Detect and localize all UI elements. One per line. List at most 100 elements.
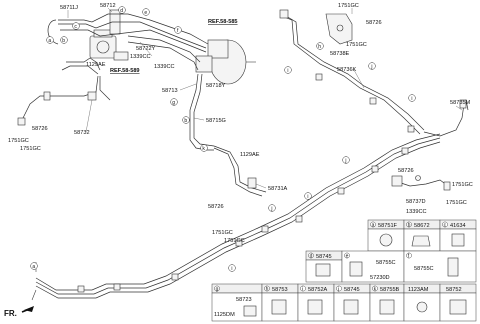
callout-g: g [170,98,178,106]
ref-58-585: REF.58-585 [208,19,238,25]
svg-text:c: c [74,24,77,30]
part-labels: 58711J 58712 58722Y 1339CC 1339CC 1129AE… [4,3,473,318]
label-1751gc-f: 1751GC [224,238,245,244]
center-lines [189,73,267,197]
svg-text:a: a [32,264,35,270]
svg-text:k: k [374,286,377,292]
label-1751gc-b: 1751GC [20,146,41,152]
bracket-58738e [325,13,353,45]
svg-text:i: i [231,266,232,272]
front-left-hose [17,75,111,126]
front-indicator: FR. [4,309,17,318]
table-cell-j: j 58745 [336,285,360,315]
label-58712: 58712 [100,3,116,9]
label-58736k: 58736K [337,67,357,73]
table-cell-e: e 58755C 57230D [344,252,396,281]
callout-k: k [200,144,208,152]
svg-text:58755B: 58755B [380,287,400,293]
label-1129ae-b: 1129AE [240,152,260,158]
callout-j-2: j [368,62,376,70]
svg-text:58751F: 58751F [378,223,398,229]
front-pipe-bundle [47,13,209,75]
label-58726-d: 58726 [398,168,414,174]
callout-a: a [46,36,54,44]
svg-text:58672: 58672 [414,223,430,229]
label-58738e: 58738E [330,51,350,57]
svg-text:i: i [411,96,412,102]
callout-e: e [142,8,150,16]
parts-table: a 58751F b 58672 c 41634 d 58745 [211,219,477,322]
svg-text:j: j [344,158,346,164]
svg-text:e: e [346,253,349,259]
svg-text:1123AM: 1123AM [408,287,429,293]
label-1339cc-a: 1339CC [130,54,151,60]
label-58713: 58713 [162,88,178,94]
svg-text:i: i [287,68,288,74]
svg-text:f: f [408,253,410,259]
svg-text:58755C: 58755C [414,266,434,272]
label-58718y: 58718Y [206,83,226,89]
front-arrow-icon [21,306,34,313]
svg-text:a: a [48,38,51,44]
svg-text:g: g [216,286,219,292]
table-cell-d: d 58745 [308,252,332,277]
table-cell-c: c 41634 [442,221,466,247]
callout-c: c [72,22,80,30]
callout-i-2: i [408,94,416,102]
label-1751gc-d: 1751GC [346,42,367,48]
label-58726-b: 58726 [366,20,382,26]
callout-i-1: i [284,66,292,74]
svg-text:58752A: 58752A [308,287,328,293]
svg-text:j: j [370,64,372,70]
svg-text:b: b [62,38,65,44]
svg-text:f: f [177,28,179,34]
svg-text:58753: 58753 [272,287,288,293]
svg-text:58745: 58745 [316,254,332,260]
svg-text:57230D: 57230D [370,275,390,281]
callout-d: d [118,6,126,14]
table-cell-h: h 58753 [264,285,288,315]
svg-text:58755C: 58755C [376,260,396,266]
svg-text:58723: 58723 [236,297,252,303]
svg-text:h: h [266,286,269,292]
svg-text:58745: 58745 [344,287,360,293]
callout-i-3: i [304,192,312,200]
svg-text:58752: 58752 [446,287,462,293]
label-1751gc-g: 1751GC [452,182,473,188]
table-cell-b: b 58672 [406,221,431,247]
svg-text:h: h [318,44,321,50]
table-cell-58752: 58752 [446,287,467,315]
label-58737d: 58737D [406,199,426,205]
svg-text:i: i [307,194,308,200]
svg-text:d: d [310,253,313,259]
pipe-clips [77,73,415,293]
label-58726-a: 58726 [32,126,48,132]
label-1129ae-a: 1129AE [86,62,106,68]
label-1751gc-c: 1751GC [338,3,359,9]
svg-text:c: c [444,222,447,228]
label-58731a: 58731A [268,186,288,192]
label-1751gc-e: 1751GC [212,230,233,236]
svg-text:b: b [408,222,411,228]
label-1339cc-b: 1339CC [154,64,175,70]
svg-text:b: b [184,118,187,124]
label-58715g: 58715G [206,118,226,124]
brake-booster [195,39,256,85]
label-1751gc-h: 1751GC [446,200,467,206]
table-cell-g: g 58723 1125DM [214,285,257,318]
svg-text:i: i [302,286,303,292]
svg-text:d: d [120,8,123,14]
callout-b-2: b [182,116,190,124]
leader-lines [67,7,463,189]
label-58735m: 58735M [450,100,471,106]
svg-text:j: j [337,286,339,292]
callout-a-2: a [30,262,38,270]
svg-text:41634: 41634 [450,223,466,229]
callout-j-3: j [268,204,276,212]
svg-text:1125DM: 1125DM [214,312,235,318]
callout-circles: a b c d e f g h i i i i j j j k a b [30,6,416,272]
svg-text:e: e [144,10,147,16]
callout-f: f [174,26,182,34]
label-58726-c: 58726 [208,204,224,210]
